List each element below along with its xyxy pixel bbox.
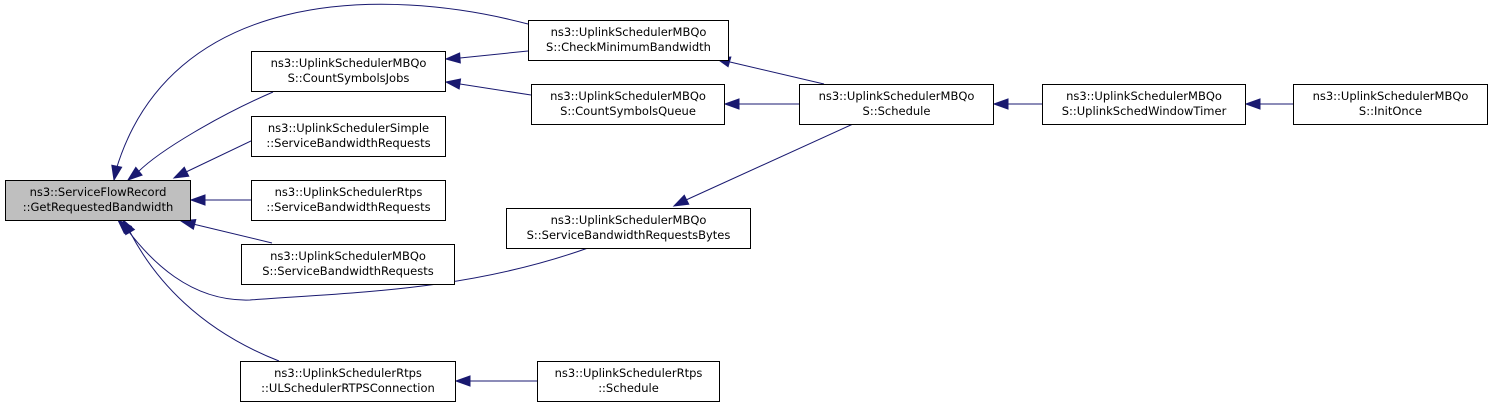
arrowhead	[454, 375, 471, 387]
edge-initOnce-to-windowTimer	[1244, 98, 1293, 110]
edge-mbqosSchedule-to-sbrBytes	[672, 123, 854, 207]
node-box	[251, 180, 446, 221]
node-box	[531, 84, 725, 125]
node-box	[506, 208, 751, 249]
arrowhead	[122, 218, 136, 236]
arrowhead	[444, 78, 462, 90]
node-box	[1293, 84, 1488, 125]
edge-rtpsSBR-to-root	[189, 194, 251, 206]
node-label-line: ns3::UplinkSchedulerMBQo	[1066, 89, 1222, 103]
edge-line	[129, 231, 280, 362]
edge-line	[137, 91, 274, 173]
node-label-line: S::UplinkSchedWindowTimer	[1062, 104, 1227, 118]
node-label-line: ns3::UplinkSchedulerRtps	[555, 366, 703, 380]
edge-checkMinBw-to-countSymbolsJobs	[444, 50, 529, 64]
edge-line	[729, 61, 825, 85]
node-label-line: ::GetRequestedBandwidth	[23, 200, 174, 214]
node-label-line: S::ServiceBandwidthRequests	[262, 264, 433, 278]
node-label-line: ::Schedule	[598, 381, 659, 395]
node-root[interactable]: ns3::ServiceFlowRecord::GetRequestedBand…	[5, 180, 191, 221]
node-label-line: S::Schedule	[863, 104, 931, 118]
edge-mbqosSchedule-to-countSymbolsQueue	[723, 98, 799, 110]
node-label-line: ns3::UplinkSchedulerMBQo	[270, 249, 426, 263]
edge-mbqosSBR-to-root	[179, 218, 273, 244]
edge-mbqosSchedule-to-checkMinBw	[714, 56, 825, 85]
edge-line	[459, 83, 532, 96]
node-box	[241, 244, 455, 285]
arrowhead	[189, 194, 206, 206]
edge-countSymbolsJobs-to-root	[126, 91, 274, 181]
node-box	[528, 20, 729, 61]
edge-countSymbolsQueue-to-countSymbolsJobs	[444, 78, 532, 96]
arrowhead	[111, 164, 123, 182]
nodes-layer: ns3::ServiceFlowRecord::GetRequestedBand…	[5, 20, 1488, 402]
node-box	[5, 180, 191, 221]
node-label-line: S::ServiceBandwidthRequestsBytes	[527, 228, 731, 242]
node-box	[537, 361, 720, 402]
node-label-line: ::ULSchedulerRTPSConnection	[261, 381, 435, 395]
node-ulRtpsConn[interactable]: ns3::UplinkSchedulerRtps::ULSchedulerRTP…	[240, 361, 456, 402]
node-windowTimer[interactable]: ns3::UplinkSchedulerMBQoS::UplinkSchedWi…	[1042, 84, 1246, 125]
node-box	[1042, 84, 1246, 125]
node-box	[799, 84, 994, 125]
edge-checkMinBw-to-root	[111, 3, 529, 182]
node-label-line: ::ServiceBandwidthRequests	[266, 200, 430, 214]
node-label-line: ns3::UplinkSchedulerMBQo	[819, 89, 975, 103]
node-box	[240, 361, 456, 402]
node-label-line: S::InitOnce	[1359, 104, 1422, 118]
node-label-line: ns3::UplinkSchedulerMBQo	[1313, 89, 1469, 103]
node-label-line: S::CountSymbolsQueue	[560, 104, 696, 118]
node-checkMinBw[interactable]: ns3::UplinkSchedulerMBQoS::CheckMinimumB…	[528, 20, 729, 61]
node-label-line: ::ServiceBandwidthRequests	[266, 136, 430, 150]
node-box	[251, 51, 446, 92]
node-label-line: ns3::UplinkSchedulerMBQo	[271, 56, 427, 70]
arrowhead	[1244, 98, 1261, 110]
node-simpleSBR[interactable]: ns3::UplinkSchedulerSimple::ServiceBandw…	[251, 116, 446, 157]
node-rtpsSchedule[interactable]: ns3::UplinkSchedulerRtps::Schedule	[537, 361, 720, 402]
edge-line	[125, 227, 589, 301]
node-box	[251, 116, 446, 157]
edge-windowTimer-to-mbqosSchedule	[992, 98, 1042, 110]
arrowhead	[672, 194, 690, 207]
node-countSymbolsJobs[interactable]: ns3::UplinkSchedulerMBQoS::CountSymbolsJ…	[251, 51, 446, 92]
node-label-line: ns3::UplinkSchedulerMBQo	[551, 213, 707, 227]
edge-line	[685, 123, 854, 201]
node-label-line: S::CountSymbolsJobs	[288, 71, 410, 85]
arrowhead	[723, 98, 740, 110]
node-label-line: ns3::UplinkSchedulerSimple	[268, 121, 429, 135]
node-countSymbolsQueue[interactable]: ns3::UplinkSchedulerMBQoS::CountSymbolsQ…	[531, 84, 725, 125]
node-label-line: S::CheckMinimumBandwidth	[546, 40, 711, 54]
node-mbqosSBR[interactable]: ns3::UplinkSchedulerMBQoS::ServiceBandwi…	[241, 244, 455, 285]
node-sbrBytes[interactable]: ns3::UplinkSchedulerMBQoS::ServiceBandwi…	[506, 208, 751, 249]
arrowhead	[444, 52, 461, 64]
node-label-line: ns3::ServiceFlowRecord	[30, 185, 167, 199]
node-label-line: ns3::UplinkSchedulerRtps	[275, 185, 423, 199]
edge-rtpsSchedule-to-ulRtpsConn	[454, 375, 537, 387]
node-label-line: ns3::UplinkSchedulerMBQo	[551, 25, 707, 39]
edge-ulRtpsConn-to-root	[122, 218, 280, 362]
edge-line	[459, 50, 529, 59]
arrowhead	[126, 166, 143, 181]
node-label-line: ns3::UplinkSchedulerRtps	[274, 366, 422, 380]
arrowhead	[172, 166, 190, 179]
edges-layer	[111, 3, 1293, 387]
edge-line	[115, 3, 529, 171]
node-rtpsSBR[interactable]: ns3::UplinkSchedulerRtps::ServiceBandwid…	[251, 180, 446, 221]
node-label-line: ns3::UplinkSchedulerMBQo	[550, 89, 706, 103]
arrowhead	[992, 98, 1009, 110]
edge-line	[192, 223, 273, 244]
